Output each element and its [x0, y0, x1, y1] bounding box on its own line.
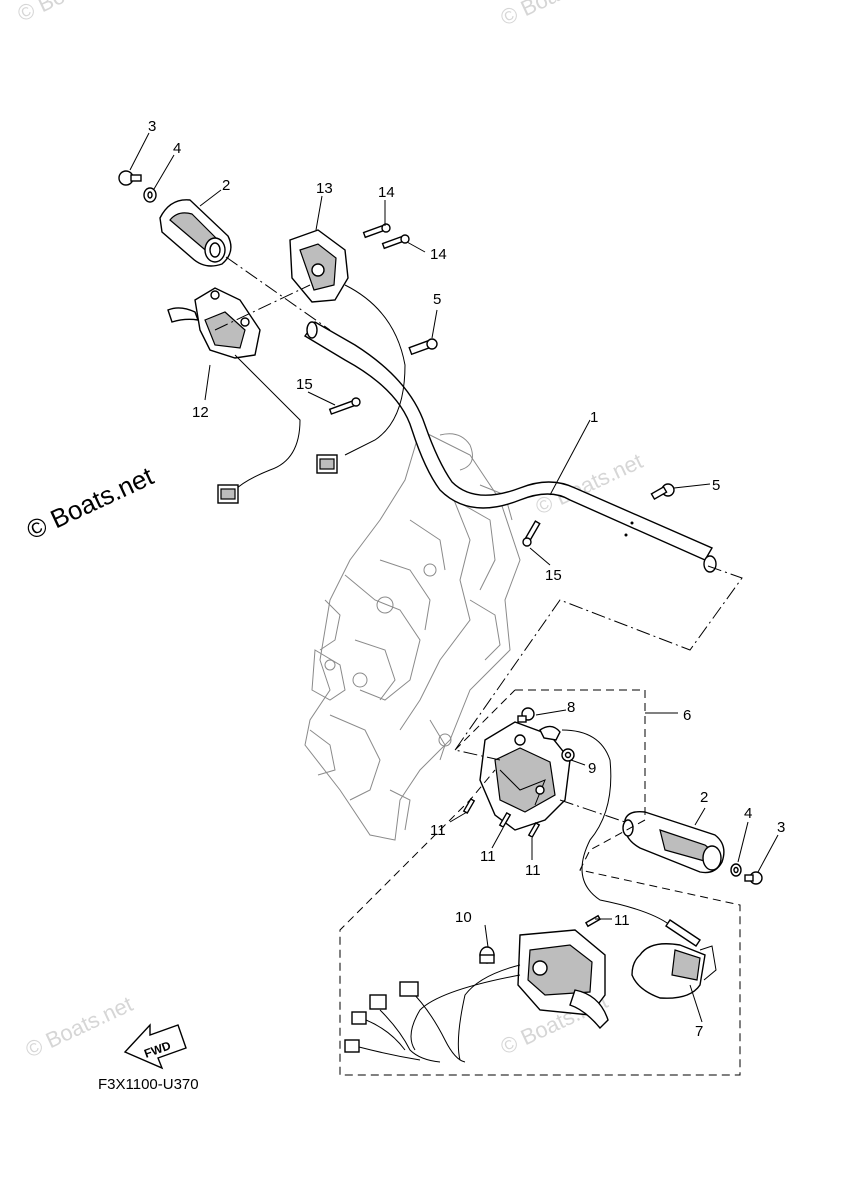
screw-11-a — [462, 797, 476, 815]
screw-8 — [517, 707, 535, 723]
lanyard-cable — [561, 729, 671, 926]
watermark-main: © Boats.net — [22, 460, 159, 545]
lanyard-coil — [665, 919, 701, 947]
centerline-right — [454, 565, 743, 761]
screw-14-upper — [362, 223, 391, 239]
screw-11-d — [584, 914, 602, 928]
watermark-bottom-left: © Boats.net — [22, 991, 137, 1062]
callout-6: 6 — [683, 707, 691, 724]
callout-13: 13 — [316, 180, 333, 197]
callout-5-right: 5 — [712, 477, 720, 494]
callout-8: 8 — [567, 699, 575, 716]
callout-2-left: 2 — [222, 177, 230, 194]
screw-15-left — [328, 397, 361, 415]
centerline-left-grip — [225, 256, 331, 331]
screw-14-lower — [381, 234, 410, 250]
throttle-housing — [479, 721, 571, 831]
callout-12: 12 — [192, 404, 209, 421]
bracket-assembly-ghost — [304, 429, 521, 841]
callout-5-upper: 5 — [433, 291, 441, 308]
callout-3-left: 3 — [148, 118, 156, 135]
clamp — [539, 725, 561, 741]
callout-1: 1 — [590, 409, 598, 426]
callout-11-c: 11 — [525, 862, 541, 879]
callout-15-left: 15 — [296, 376, 313, 393]
callout-11-a: 11 — [430, 822, 446, 839]
washer-left — [143, 187, 157, 203]
lanyard-clip — [631, 943, 717, 999]
cap-10 — [479, 946, 495, 964]
start-stop-switch — [517, 929, 609, 1030]
screw-11-b — [498, 811, 512, 829]
left-grip — [159, 199, 232, 267]
centerline-housings — [214, 284, 311, 331]
callout-4-right: 4 — [744, 805, 752, 822]
watermark-top-right: © Boats.net — [497, 0, 612, 31]
grommet-9 — [561, 748, 575, 762]
callout-11-b: 11 — [480, 848, 496, 865]
washer-right — [730, 863, 742, 877]
callout-9: 9 — [588, 760, 596, 777]
watermark-top-left: © Boats.net — [14, 0, 129, 27]
callout-15-right: 15 — [545, 567, 562, 584]
right-switch-housing — [289, 229, 406, 474]
left-switch-housing — [167, 287, 301, 504]
callout-3-right: 3 — [777, 819, 785, 836]
bolt-right — [744, 871, 763, 885]
bolt-left — [118, 170, 142, 186]
figure-code: F3X1100-U370 — [98, 1076, 199, 1093]
callouts: 3 4 2 13 14 14 5 15 12 1 5 15 8 6 9 2 4 … — [148, 118, 785, 1040]
fwd-arrow: FWD — [123, 1023, 187, 1070]
callout-11-d: 11 — [614, 912, 630, 929]
bolt-5-upper — [408, 338, 438, 356]
screw-15-right — [522, 520, 541, 547]
callout-14-upper: 14 — [378, 184, 395, 201]
leader-lines — [129, 132, 779, 1023]
callout-14-lower: 14 — [430, 246, 447, 263]
handlebar — [303, 321, 717, 573]
callout-2-right: 2 — [700, 789, 708, 806]
centerline-right-grip — [559, 799, 626, 823]
callout-4-left: 4 — [173, 140, 181, 157]
screw-11-c — [527, 821, 541, 839]
right-grip — [622, 810, 725, 874]
bolt-5-right — [650, 483, 675, 501]
callout-10: 10 — [455, 909, 472, 926]
callout-7: 7 — [695, 1023, 703, 1040]
wire-harness — [344, 964, 521, 1063]
group-6-outline — [339, 689, 741, 1076]
